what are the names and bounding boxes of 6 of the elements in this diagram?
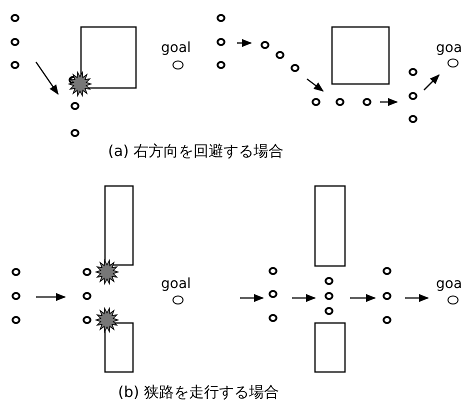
caption: (b) 狭路を走行する場合 [118, 385, 279, 400]
goal-label: goal [161, 277, 191, 291]
goal-label: goal [161, 41, 191, 55]
goal-label: goa [436, 41, 462, 55]
goal-label: goa [436, 277, 462, 291]
caption: (a) 右方向を回避する場合 [108, 144, 284, 159]
